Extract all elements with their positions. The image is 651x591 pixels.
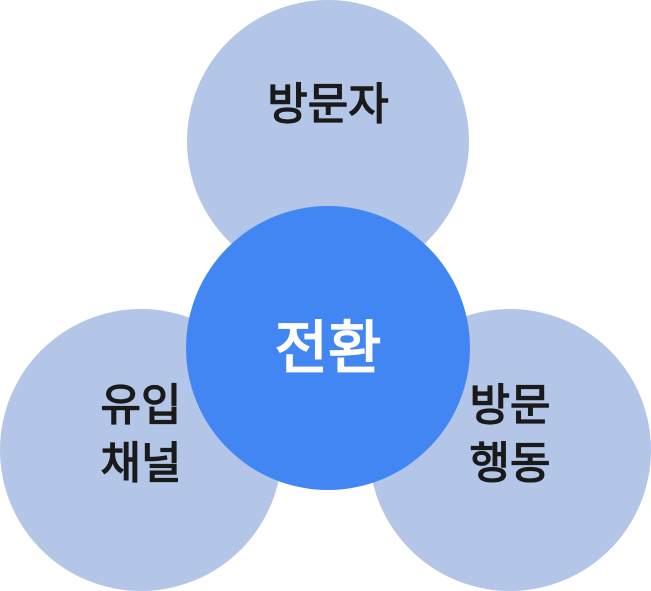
conversion-label: 전환 bbox=[274, 314, 382, 382]
visitor-label: 방문자 bbox=[267, 79, 389, 130]
conversion-circle: 전환 bbox=[186, 206, 470, 490]
inflow-channel-label: 유입 채널 bbox=[100, 380, 182, 489]
visit-behavior-label: 방문 행동 bbox=[469, 380, 551, 489]
